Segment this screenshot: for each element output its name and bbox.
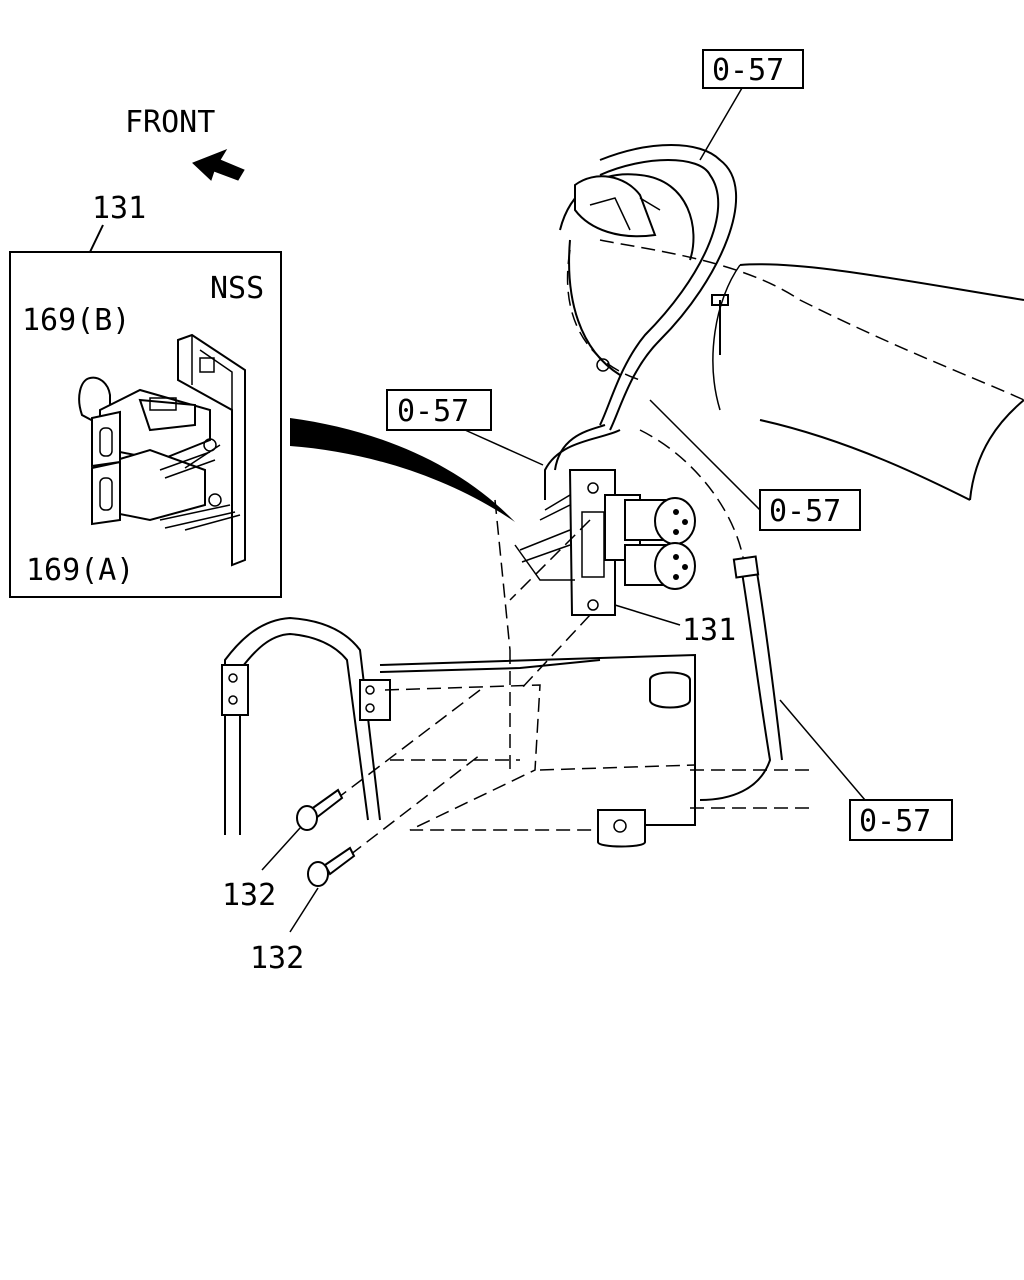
air-duct-drawing [559,173,1024,501]
leader-bottom-right [779,699,866,801]
callout-bolt-upper: 132 [222,878,276,913]
callout-box-mid-left [386,389,492,431]
leader-top [699,87,743,161]
leader-mid-left [464,429,544,466]
leader-131 [614,604,681,626]
inset-label-nss: NSS [210,271,264,306]
hose-routing [544,144,810,809]
installed-valve-assembly [514,469,696,616]
bolt-upper-icon [296,689,481,831]
front-arrow-icon [192,148,245,181]
callout-ref-bottom-right: 0-57 [859,804,931,839]
bolt-lower-icon [307,754,481,887]
callout-bolt-lower: 132 [250,941,304,976]
callout-ref-mid-right: 0-57 [769,494,841,529]
inset-label-169b: 169(B) [22,303,130,338]
callout-ref-top: 0-57 [712,53,784,88]
leader-bolt-lower [289,887,319,933]
inset-part-number: 131 [92,191,146,226]
mounting-bracket-drawing [221,499,696,848]
detail-pointer [290,418,515,522]
callout-box-bottom-right [849,799,953,841]
leader-bolt-upper [261,827,301,871]
callout-box-top [702,49,804,89]
leader-mid-right [649,399,761,511]
inset-leader [89,224,104,253]
inset-valve-drawing [78,333,246,567]
callout-ref-mid-left: 0-57 [397,394,469,429]
inset-label-169a: 169(A) [26,553,134,588]
front-label: FRONT [125,105,215,140]
callout-valve-assembly: 131 [682,613,736,648]
